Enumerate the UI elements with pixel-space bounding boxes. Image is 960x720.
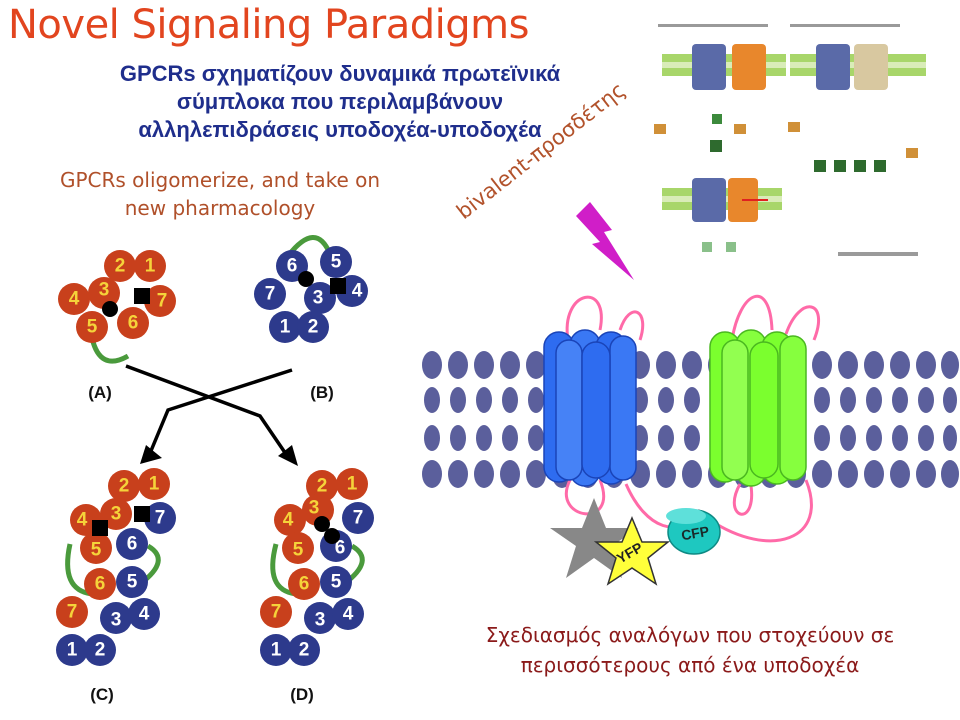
english-subtitle: GPCRs oligomerize, and take on new pharm… (20, 166, 420, 222)
greek-subtitle: GPCRs σχηματίζουν δυναμικά πρωτεϊνικά σύ… (70, 60, 610, 144)
svg-text:5: 5 (331, 572, 342, 593)
panel-label-b: (B) (310, 383, 334, 402)
panel-label-a: (A) (88, 383, 112, 402)
receptor-a: 2 1 3 4 7 5 6 (58, 250, 176, 364)
svg-text:5: 5 (127, 572, 138, 593)
greek-subtitle-line-3: αλληλεπιδράσεις υποδοχέα-υποδοχέα (138, 117, 542, 142)
oligomer-diagram: 2 1 3 4 7 5 6 (A) 6 5 7 3 4 1 2 (B) (56, 235, 374, 704)
svg-text:1: 1 (67, 640, 78, 661)
arrow-head-left (140, 445, 162, 464)
helix-7-a: 7 (157, 291, 168, 312)
svg-text:1: 1 (347, 474, 358, 495)
svg-text:3: 3 (111, 504, 122, 525)
membrane-receptor-diagram: YFP CFP (422, 294, 959, 586)
svg-text:4: 4 (139, 604, 150, 625)
yfp-star: YFP (550, 498, 671, 586)
crossing-arrows (125, 364, 293, 461)
slide-title: Novel Signaling Paradigms (8, 2, 529, 48)
svg-text:2: 2 (317, 476, 328, 497)
helix-5-a: 5 (87, 317, 98, 338)
svg-text:7: 7 (67, 602, 78, 623)
greek-subtitle-line-2: σύμπλοκα που περιλαμβάνουν (176, 89, 504, 114)
helix-7-b: 7 (265, 284, 276, 305)
helix-4-b: 4 (352, 281, 363, 302)
svg-text:3: 3 (111, 610, 122, 631)
svg-text:6: 6 (299, 574, 310, 595)
helix-5-b: 5 (331, 252, 342, 273)
svg-text:5: 5 (293, 540, 304, 561)
svg-text:4: 4 (343, 604, 354, 625)
helix-1-a: 1 (145, 256, 156, 277)
svg-text:7: 7 (155, 508, 166, 529)
cfp-barrel: CFP (666, 508, 721, 555)
svg-text:4: 4 (283, 510, 294, 531)
helix-1-b: 1 (280, 317, 291, 338)
cfp-label: CFP (680, 523, 710, 544)
english-subtitle-line-1: GPCRs oligomerize, and take on (59, 168, 381, 192)
receptor-green (709, 329, 807, 487)
svg-text:6: 6 (95, 574, 106, 595)
svg-text:4: 4 (77, 510, 88, 531)
receptor-blue (543, 329, 637, 487)
svg-text:2: 2 (119, 476, 130, 497)
helix-3-b: 3 (313, 288, 324, 309)
receptor-c: 2 1 4 3 5 6 7 7 6 5 3 4 1 2 (56, 468, 176, 666)
greek-subtitle-line-1: GPCRs σχηματίζουν δυναμικά πρωτεϊνικά (119, 61, 561, 86)
extracellular-loops (564, 294, 821, 543)
panel-label-d: (D) (290, 685, 314, 704)
helix-6-b: 6 (287, 256, 298, 277)
lightning-bolt-icon (576, 202, 634, 280)
receptor-d: 2 1 4 3 5 6 7 7 6 5 3 4 1 2 (260, 468, 374, 666)
bottom-caption: Σχεδιασμός αναλόγων που στοχεύουν σε περ… (430, 620, 950, 680)
helix-2-b: 2 (308, 317, 319, 338)
helix-2-a: 2 (115, 256, 126, 277)
svg-text:1: 1 (271, 640, 282, 661)
helix-6-a: 6 (128, 313, 139, 334)
svg-text:2: 2 (299, 640, 310, 661)
svg-text:7: 7 (271, 602, 282, 623)
helix-4-a: 4 (69, 289, 80, 310)
signal-amplification-thumbnail (648, 18, 938, 268)
panel-label-c: (C) (90, 685, 114, 704)
svg-text:3: 3 (315, 610, 326, 631)
svg-text:6: 6 (127, 534, 138, 555)
svg-text:5: 5 (91, 540, 102, 561)
bottom-caption-line-1: Σχεδιασμός αναλόγων που στοχεύουν σε (485, 623, 895, 647)
english-subtitle-line-2: new pharmacology (124, 196, 316, 220)
svg-text:7: 7 (353, 508, 364, 529)
svg-text:2: 2 (95, 640, 106, 661)
svg-text:6: 6 (335, 538, 346, 559)
arrow-head-right (278, 445, 298, 466)
receptor-b: 6 5 7 3 4 1 2 (254, 235, 368, 343)
helix-3-a: 3 (99, 280, 110, 301)
bottom-caption-line-2: περισσότερους από ένα υποδοχέα (520, 653, 860, 677)
svg-text:3: 3 (309, 498, 320, 519)
svg-text:1: 1 (149, 474, 160, 495)
